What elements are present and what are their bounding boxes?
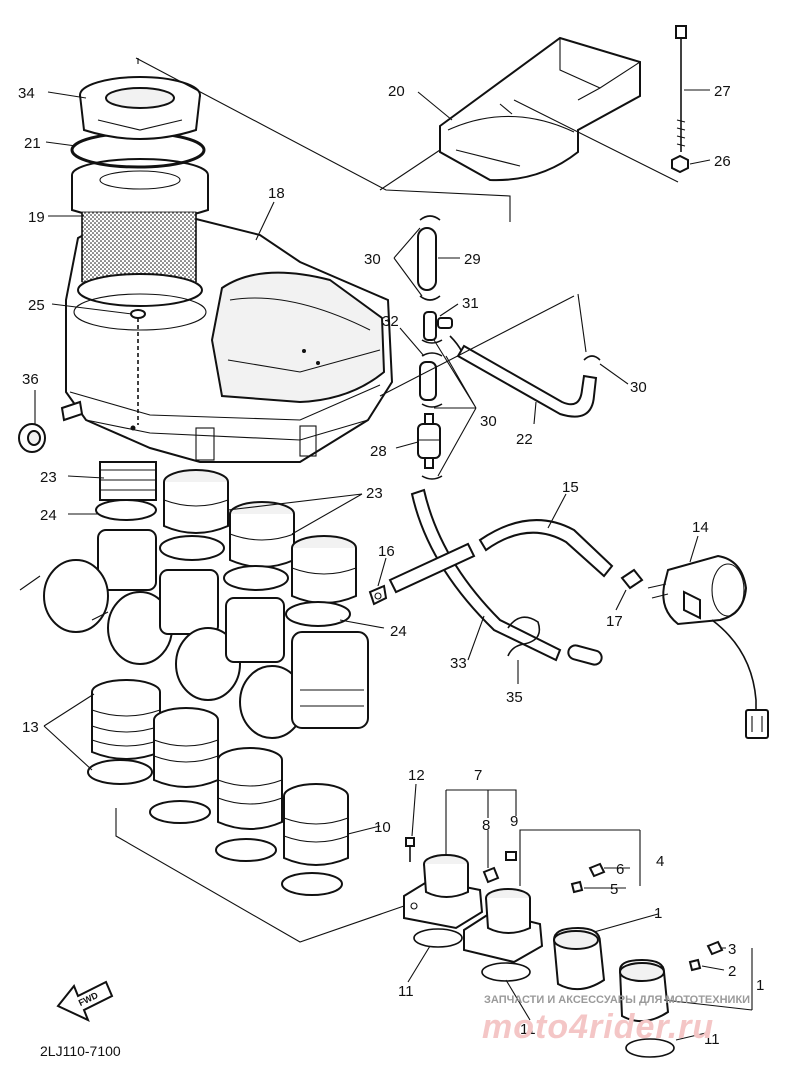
callout-14: 14 xyxy=(692,519,709,536)
callout-24-left: 24 xyxy=(40,507,57,524)
callout-24-right: 24 xyxy=(390,623,407,640)
callout-11-right: 11 xyxy=(704,1031,720,1048)
callout-34: 34 xyxy=(18,85,35,102)
callout-20: 20 xyxy=(388,83,405,100)
carburetor-joints xyxy=(95,461,357,627)
one-way-valve-28 xyxy=(417,413,441,469)
callout-21: 21 xyxy=(24,135,41,152)
callout-4: 4 xyxy=(656,853,664,870)
callout-numbers: 34 21 19 18 25 36 20 27 26 30 29 31 32 3… xyxy=(18,83,764,1048)
intake-boots-13 xyxy=(87,679,219,824)
callout-28: 28 xyxy=(370,443,387,460)
hose-clips xyxy=(419,215,601,480)
hose-clamp-35 xyxy=(507,616,541,657)
callout-3: 3 xyxy=(728,941,736,958)
callout-25: 25 xyxy=(28,297,45,314)
callout-1-top: 1 xyxy=(654,905,662,922)
hex-nut xyxy=(671,154,689,174)
manifold-screws xyxy=(405,837,724,972)
diagram-code: 2LJ110-7100 xyxy=(40,1043,121,1059)
callout-30-right: 30 xyxy=(630,379,647,396)
callout-31: 31 xyxy=(462,295,479,312)
callout-6: 6 xyxy=(616,861,624,878)
vacuum-hose-22 xyxy=(456,344,598,418)
callout-19: 19 xyxy=(28,209,45,226)
callout-13: 13 xyxy=(22,719,39,736)
joint-pipe-31 xyxy=(423,311,453,341)
callout-29: 29 xyxy=(464,251,481,268)
intake-manifold-4 xyxy=(463,888,544,964)
carburetor-bank xyxy=(19,529,369,739)
intake-boots-10 xyxy=(215,747,349,896)
air-intake-duct xyxy=(439,36,641,182)
callout-26: 26 xyxy=(714,153,731,170)
callout-22: 22 xyxy=(516,431,533,448)
callout-32: 32 xyxy=(382,313,399,330)
fwd-arrow-icon: FWD xyxy=(56,980,114,1022)
long-stay-bolt xyxy=(675,25,687,152)
leader-lines xyxy=(34,57,753,1041)
callout-15: 15 xyxy=(562,479,579,496)
intake-manifold-1 xyxy=(552,926,670,1023)
clip-16 xyxy=(368,584,388,606)
short-hose-pieces xyxy=(388,542,603,666)
air-filter-element xyxy=(71,158,209,331)
rubber-damper xyxy=(18,423,46,453)
callout-7: 7 xyxy=(474,767,482,784)
callout-23-left: 23 xyxy=(40,469,57,486)
callout-11-mid: 11 xyxy=(520,1021,536,1038)
vacuum-hose-29 xyxy=(417,227,437,291)
callout-36: 36 xyxy=(22,371,39,388)
callout-10: 10 xyxy=(374,819,391,836)
callout-8: 8 xyxy=(482,817,490,834)
watermark-tagline: ЗАПЧАСТИ И АКСЕССУАРЫ ДЛЯ МОТОТЕХНИКИ xyxy=(484,994,750,1006)
callout-17: 17 xyxy=(606,613,623,630)
callout-1-right: 1 xyxy=(756,977,764,994)
callout-27: 27 xyxy=(714,83,731,100)
intake-manifold-7 xyxy=(403,854,484,930)
callout-33: 33 xyxy=(450,655,467,672)
callout-23-right: 23 xyxy=(366,485,383,502)
callout-30-top: 30 xyxy=(364,251,381,268)
callout-30-mid: 30 xyxy=(480,413,497,430)
callout-12: 12 xyxy=(408,767,425,784)
hose-15 xyxy=(478,519,614,578)
callout-18: 18 xyxy=(268,185,285,202)
watermark-site: moto4rider.ru xyxy=(482,1008,714,1046)
long-hose-33 xyxy=(410,488,562,662)
solenoid-valve xyxy=(647,554,769,739)
callout-35: 35 xyxy=(506,689,523,706)
clip-17 xyxy=(620,568,644,590)
watermark: ЗАПЧАСТИ И АКСЕССУАРЫ ДЛЯ МОТОТЕХНИКИ mo… xyxy=(482,994,750,1046)
hose-pipe-32 xyxy=(419,361,437,401)
callout-11-left: 11 xyxy=(398,983,414,1000)
callout-2: 2 xyxy=(728,963,736,980)
callout-9: 9 xyxy=(510,813,518,830)
callout-16: 16 xyxy=(378,543,395,560)
filter-cover-cap xyxy=(79,76,201,140)
callout-5: 5 xyxy=(610,881,618,898)
